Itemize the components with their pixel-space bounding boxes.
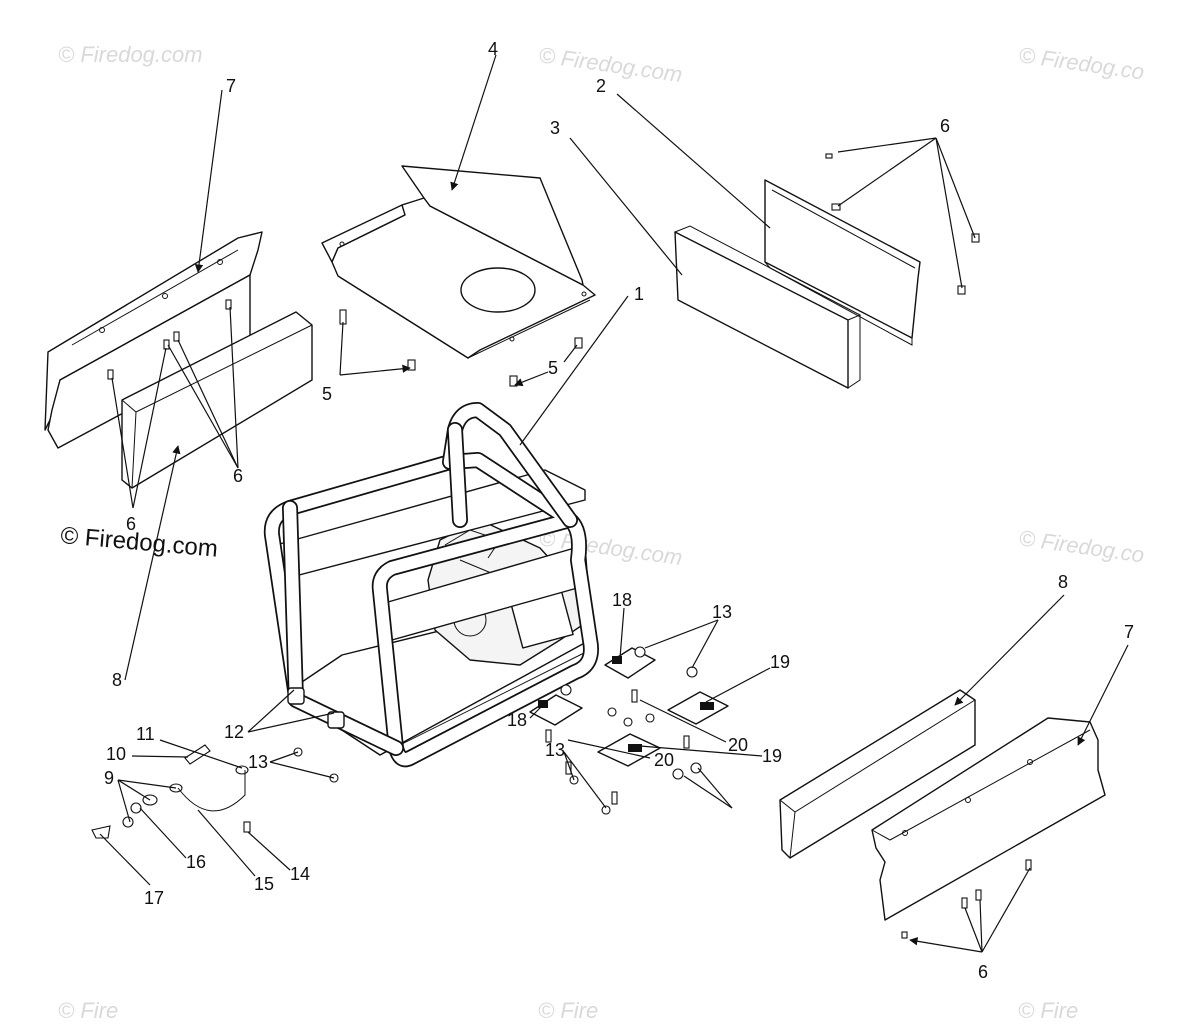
watermark-faint: © Fire [1018, 998, 1078, 1023]
watermark-faint: © Firedog.com [537, 42, 684, 87]
callout-12: 12 [224, 722, 244, 742]
nut-icon [293, 646, 702, 815]
callout-20: 20 [728, 735, 748, 755]
callout-7: 7 [226, 76, 236, 96]
callout-19: 19 [770, 652, 790, 672]
callout-4: 4 [488, 39, 498, 59]
watermark-faint: © Firedog.co [1017, 42, 1146, 84]
callout-11: 11 [136, 724, 155, 744]
leader-lines [99, 54, 1129, 953]
watermark-faint: © Firedog.com [58, 42, 203, 67]
callout-1: 1 [634, 284, 644, 304]
callout-14: 14 [290, 864, 310, 884]
callout-3: 3 [550, 118, 560, 138]
callout-18: 18 [507, 710, 527, 730]
part-8-insulation-panel-right [779, 689, 976, 859]
callout-16: 16 [186, 852, 206, 872]
watermark-main: © Firedog.com [59, 522, 218, 563]
callout-6: 6 [126, 514, 136, 534]
callout-labels: 7 4 2 3 6 1 5 5 6 6 8 18 13 19 18 20 19 … [104, 39, 1134, 982]
watermark-faint: © Fire [538, 998, 598, 1023]
part-4-top-cover [321, 165, 596, 359]
callout-7: 7 [1124, 622, 1134, 642]
callout-13: 13 [545, 740, 565, 760]
callout-17: 17 [144, 888, 164, 908]
callout-13: 13 [712, 602, 732, 622]
bolt-icon [545, 689, 690, 805]
callout-6: 6 [940, 116, 950, 136]
callout-8: 8 [1058, 572, 1068, 592]
faint-watermarks: © Firedog.com © Firedog.com © Firedog.co… [58, 42, 1146, 1023]
callout-5: 5 [322, 384, 332, 404]
watermark-faint: © Fire [58, 998, 118, 1023]
watermark-faint: © Firedog.co [1017, 525, 1146, 567]
callout-13: 13 [248, 752, 268, 772]
callout-10: 10 [106, 744, 126, 764]
part-8-insulation-panel-left [121, 311, 313, 489]
callout-6: 6 [233, 466, 243, 486]
callout-5: 5 [548, 358, 558, 378]
callout-19: 19 [762, 746, 782, 766]
screw-icon [339, 309, 583, 387]
callout-9: 9 [104, 768, 114, 788]
callout-20: 20 [654, 750, 674, 770]
callout-15: 15 [254, 874, 274, 894]
ground-cable-assembly [91, 744, 251, 839]
part-7-side-panel-left [44, 231, 263, 449]
part-2-side-panel-right [764, 179, 921, 346]
part-7-side-panel-right [871, 717, 1106, 921]
screw-icon [107, 299, 232, 380]
callout-8: 8 [112, 670, 122, 690]
callout-2: 2 [596, 76, 606, 96]
screw-icon [901, 859, 1032, 939]
callout-18: 18 [612, 590, 632, 610]
callout-6: 6 [978, 962, 988, 982]
part-1-frame-with-engine [263, 402, 599, 768]
part-3-insulation-panel-right [674, 225, 862, 389]
